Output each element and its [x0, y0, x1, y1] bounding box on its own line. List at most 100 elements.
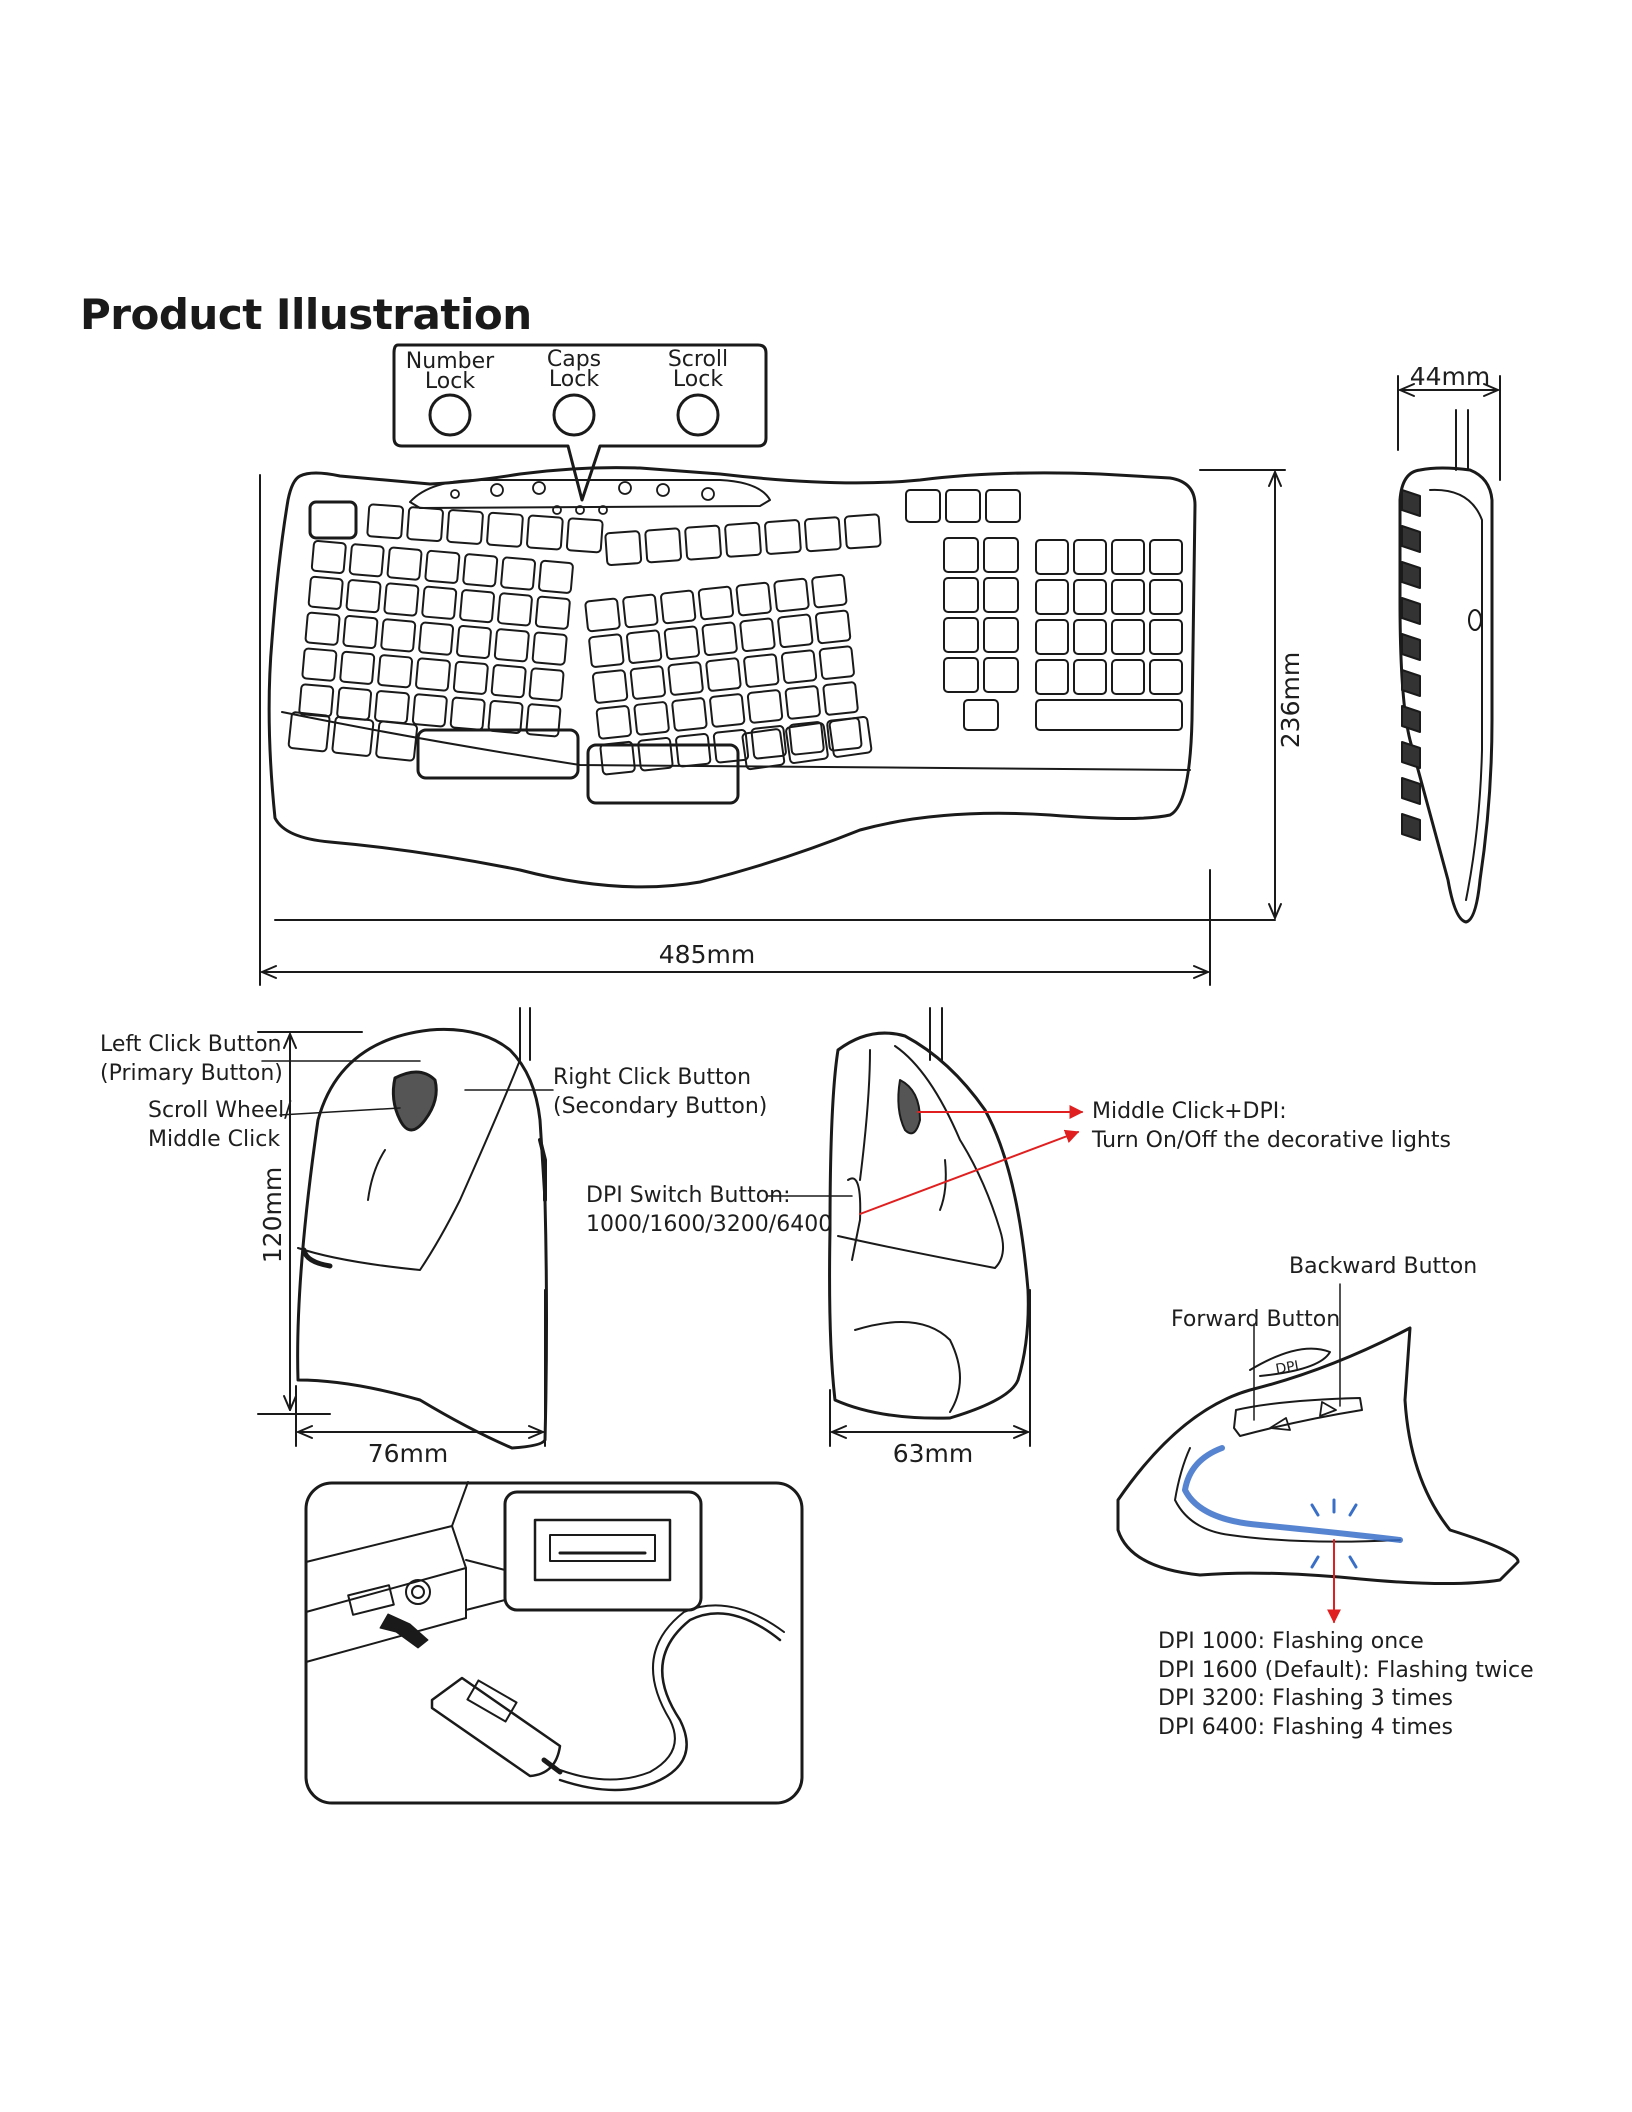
middle-click-dpi-label-line2: Turn On/Off the decorative lights [1092, 1128, 1451, 1153]
forward-button-label: Forward Button [1171, 1307, 1341, 1332]
scroll-lock-label-line2: Lock [672, 367, 724, 392]
keyboard-side-key [1401, 489, 1421, 517]
keyboard-key [784, 685, 821, 720]
keyboard-key [633, 701, 670, 736]
keyboard-key [345, 579, 382, 614]
keyboard-key [449, 696, 486, 731]
mouse-width-label: 76mm [368, 1439, 449, 1468]
keyboard-key [588, 633, 625, 668]
keyboard-key [1035, 699, 1183, 731]
number-lock-indicator-icon [428, 393, 472, 437]
keyboard-key [1149, 579, 1183, 615]
keyboard-key [735, 581, 772, 617]
keyboard-key [366, 503, 405, 540]
mouse-front-width-label: 63mm [893, 1439, 974, 1468]
backward-button-label: Backward Button [1289, 1254, 1478, 1279]
keyboard-key [375, 720, 419, 762]
keyboard-key [675, 732, 712, 768]
keyboard-key [828, 715, 873, 758]
keyboard-key [525, 703, 562, 738]
keyboard-key [743, 653, 780, 688]
keyboard-key [843, 513, 882, 550]
page-title: Product Illustration [80, 290, 532, 339]
keyboard-key [446, 509, 484, 545]
keyboard-key [462, 553, 499, 588]
keyboard-key [985, 489, 1021, 523]
keyboard-key [963, 699, 999, 731]
keyboard-key [1073, 539, 1107, 575]
keyboard-key [421, 585, 458, 620]
keyboard-key [342, 615, 379, 650]
keyboard-key [660, 589, 697, 625]
keyboard-key [528, 667, 565, 702]
keyboard-key [943, 617, 979, 653]
keyboard-key [943, 657, 979, 693]
keyboard-key [663, 625, 700, 660]
scroll-lock-indicator-icon [676, 393, 720, 437]
keyboard-key [307, 575, 344, 610]
mouse-height-label: 120mm [258, 1167, 287, 1263]
scroll-wheel-label-line1: Scroll Wheel/ [148, 1098, 292, 1123]
keyboard-key [667, 661, 704, 696]
keyboard-key [374, 690, 410, 725]
keyboard-key [905, 489, 941, 523]
keyboard-key [1111, 579, 1145, 615]
keyboard-key [490, 664, 527, 699]
keyboard-key [298, 683, 335, 718]
keyboard-key [584, 597, 621, 633]
keyboard-key [565, 517, 604, 554]
keyboard-key [526, 514, 564, 551]
keyboard-side-key [1401, 813, 1421, 841]
keyboard-key [818, 645, 855, 680]
keyboard-side-key [1401, 705, 1421, 733]
keyboard-key [701, 621, 738, 657]
keyboard-key [1035, 619, 1069, 655]
keyboard-side-key [1401, 597, 1421, 625]
keyboard-key [629, 665, 666, 700]
keyboard-key [1073, 619, 1107, 655]
keyboard-depth-label: 236mm [1276, 652, 1305, 748]
keyboard-key [331, 715, 375, 757]
caps-lock-indicator-icon [552, 393, 596, 437]
mouse-front-view [828, 1007, 1030, 1420]
keyboard-key [983, 617, 1019, 653]
keyboard-top-view [267, 466, 1197, 889]
right-click-label: Right Click Button (Secondary Button) [553, 1063, 767, 1121]
scroll-wheel-label-line2: Middle Click [148, 1127, 281, 1152]
keyboard-key [538, 559, 574, 594]
keyboard-key [709, 693, 746, 728]
keyboard-key [750, 725, 787, 760]
keyboard-key [697, 585, 735, 621]
number-lock-label: Number Lock [402, 351, 498, 393]
keyboard-key [456, 624, 492, 659]
keyboard-key [637, 736, 674, 772]
keyboard-key [644, 527, 682, 564]
keyboard-key [712, 729, 750, 764]
caps-lock-label-line1: Caps [546, 347, 602, 372]
keyboard-key [705, 657, 742, 692]
keyboard-key [301, 647, 338, 682]
keyboard-key [626, 629, 663, 664]
keyboard-key [822, 681, 859, 716]
keyboard-key [411, 693, 448, 728]
keyboard-key [773, 577, 810, 613]
keyboard-key [418, 621, 455, 656]
keyboard-key [459, 589, 496, 624]
keyboard-key [591, 669, 629, 704]
keyboard-side-key [1401, 525, 1421, 553]
keyboard-key [336, 686, 373, 721]
mouse-side-dimensions [257, 1031, 546, 1447]
keyboard-key [983, 577, 1019, 613]
keyboard-key [1035, 579, 1069, 615]
keyboard-key [1111, 619, 1145, 655]
keyboard-key [788, 721, 825, 756]
dpi-flash-item: DPI 6400: Flashing 4 times [1158, 1714, 1453, 1740]
keyboard-key [945, 489, 981, 523]
usb-connection-diagram [304, 1481, 804, 1805]
keyboard-key [1149, 659, 1183, 695]
keyboard-key [814, 609, 852, 645]
caps-lock-label: Caps Lock [526, 347, 622, 391]
mouse-rear-view [1116, 1283, 1520, 1624]
keyboard-key [1149, 539, 1183, 575]
